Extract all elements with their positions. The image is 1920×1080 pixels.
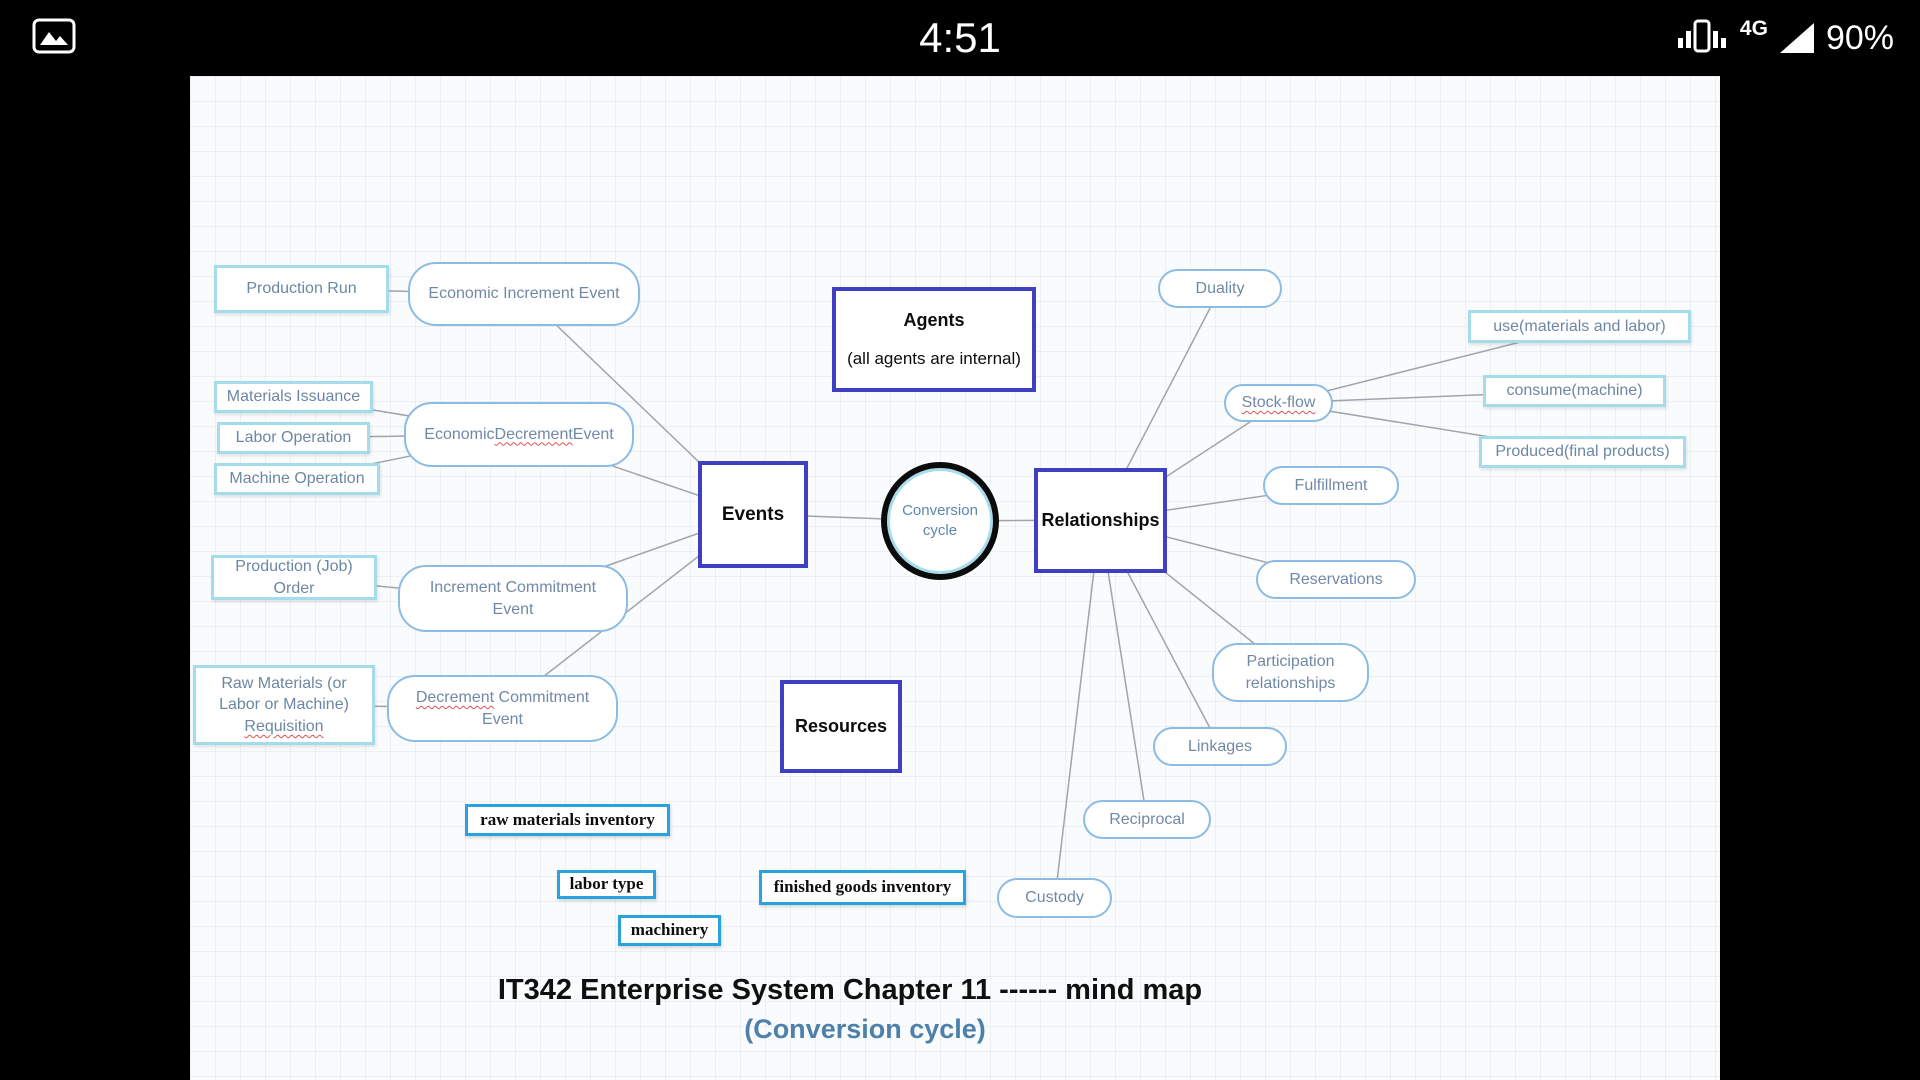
status-time: 4:51 (919, 14, 1001, 61)
node-finished-goods-inventory: finished goods inventory (759, 870, 966, 905)
network-type-label: 4G (1739, 17, 1768, 40)
agents-label: Agents (903, 309, 965, 330)
node-fulfillment: Fulfillment (1263, 466, 1399, 505)
node-consume-machine: consume(machine) (1483, 375, 1666, 407)
node-reservations: Reservations (1256, 560, 1416, 599)
signal-strength-icon (1676, 18, 1728, 59)
status-bar: 4:51 4G 90% (0, 0, 1920, 76)
node-resources: Resources (780, 680, 902, 773)
node-label-part-misspelled: Decrement (415, 688, 495, 706)
node-label-wrap: Raw Materials (or Labor or Machine) Requ… (202, 673, 366, 738)
gallery-icon (32, 18, 76, 59)
node-stock-flow: Stock-flow (1224, 384, 1333, 422)
node-production-run: Production Run (214, 265, 389, 313)
node-economic-increment-event: Economic Increment Event (408, 262, 640, 326)
node-label-part-misspelled: Decrement (494, 425, 573, 443)
node-decrement-commitment-event: Decrement Commitment Event (387, 675, 618, 742)
map-title: IT342 Enterprise System Chapter 11 -----… (497, 974, 1203, 1006)
node-label-part: Commitment Event (482, 688, 590, 728)
node-label-part: Raw Materials (or Labor or Machine) (219, 674, 349, 714)
node-label-part: Economic (424, 425, 495, 443)
node-label-wrap: Decrement Commitment Event (399, 687, 606, 730)
node-use-materials-and-labor: use(materials and labor) (1468, 310, 1691, 343)
battery-percent-label: 90% (1825, 18, 1894, 57)
map-subtitle: (Conversion cycle) (744, 1014, 986, 1044)
signal-triangle-icon (1779, 23, 1814, 53)
mindmap-photo[interactable]: Production Run Economic Increment Event … (190, 76, 1720, 1080)
node-conversion-cycle: Conversion cycle (881, 462, 999, 580)
node-events: Events (698, 461, 808, 568)
node-relationships: Relationships (1034, 468, 1167, 573)
node-raw-materials-inventory: raw materials inventory (465, 804, 670, 836)
node-participation-relationships: Participation relationships (1212, 643, 1369, 702)
node-custody: Custody (997, 878, 1112, 918)
node-labor-operation: Labor Operation (217, 422, 370, 454)
node-produced-final-products: Produced(final products) (1479, 436, 1686, 468)
node-materials-issuance: Materials Issuance (214, 381, 373, 413)
node-label-part-misspelled: Requisition (244, 717, 324, 735)
node-label-part: Event (572, 425, 614, 443)
node-duality: Duality (1158, 269, 1282, 308)
node-machinery: machinery (618, 915, 721, 946)
node-economic-decrement-event: Economic Decrement Event (404, 402, 634, 467)
node-production-job-order: Production (Job) Order (211, 555, 377, 600)
node-linkages: Linkages (1153, 727, 1287, 766)
node-machine-operation: Machine Operation (214, 463, 380, 495)
agents-note: (all agents are internal) (847, 349, 1021, 369)
node-raw-materials-requisition: Raw Materials (or Labor or Machine) Requ… (193, 665, 375, 745)
node-reciprocal: Reciprocal (1083, 800, 1211, 839)
node-labor-type: labor type (557, 870, 656, 899)
node-increment-commitment-event: Increment Commitment Event (398, 565, 628, 632)
node-agents: Agents (all agents are internal) (832, 287, 1036, 392)
